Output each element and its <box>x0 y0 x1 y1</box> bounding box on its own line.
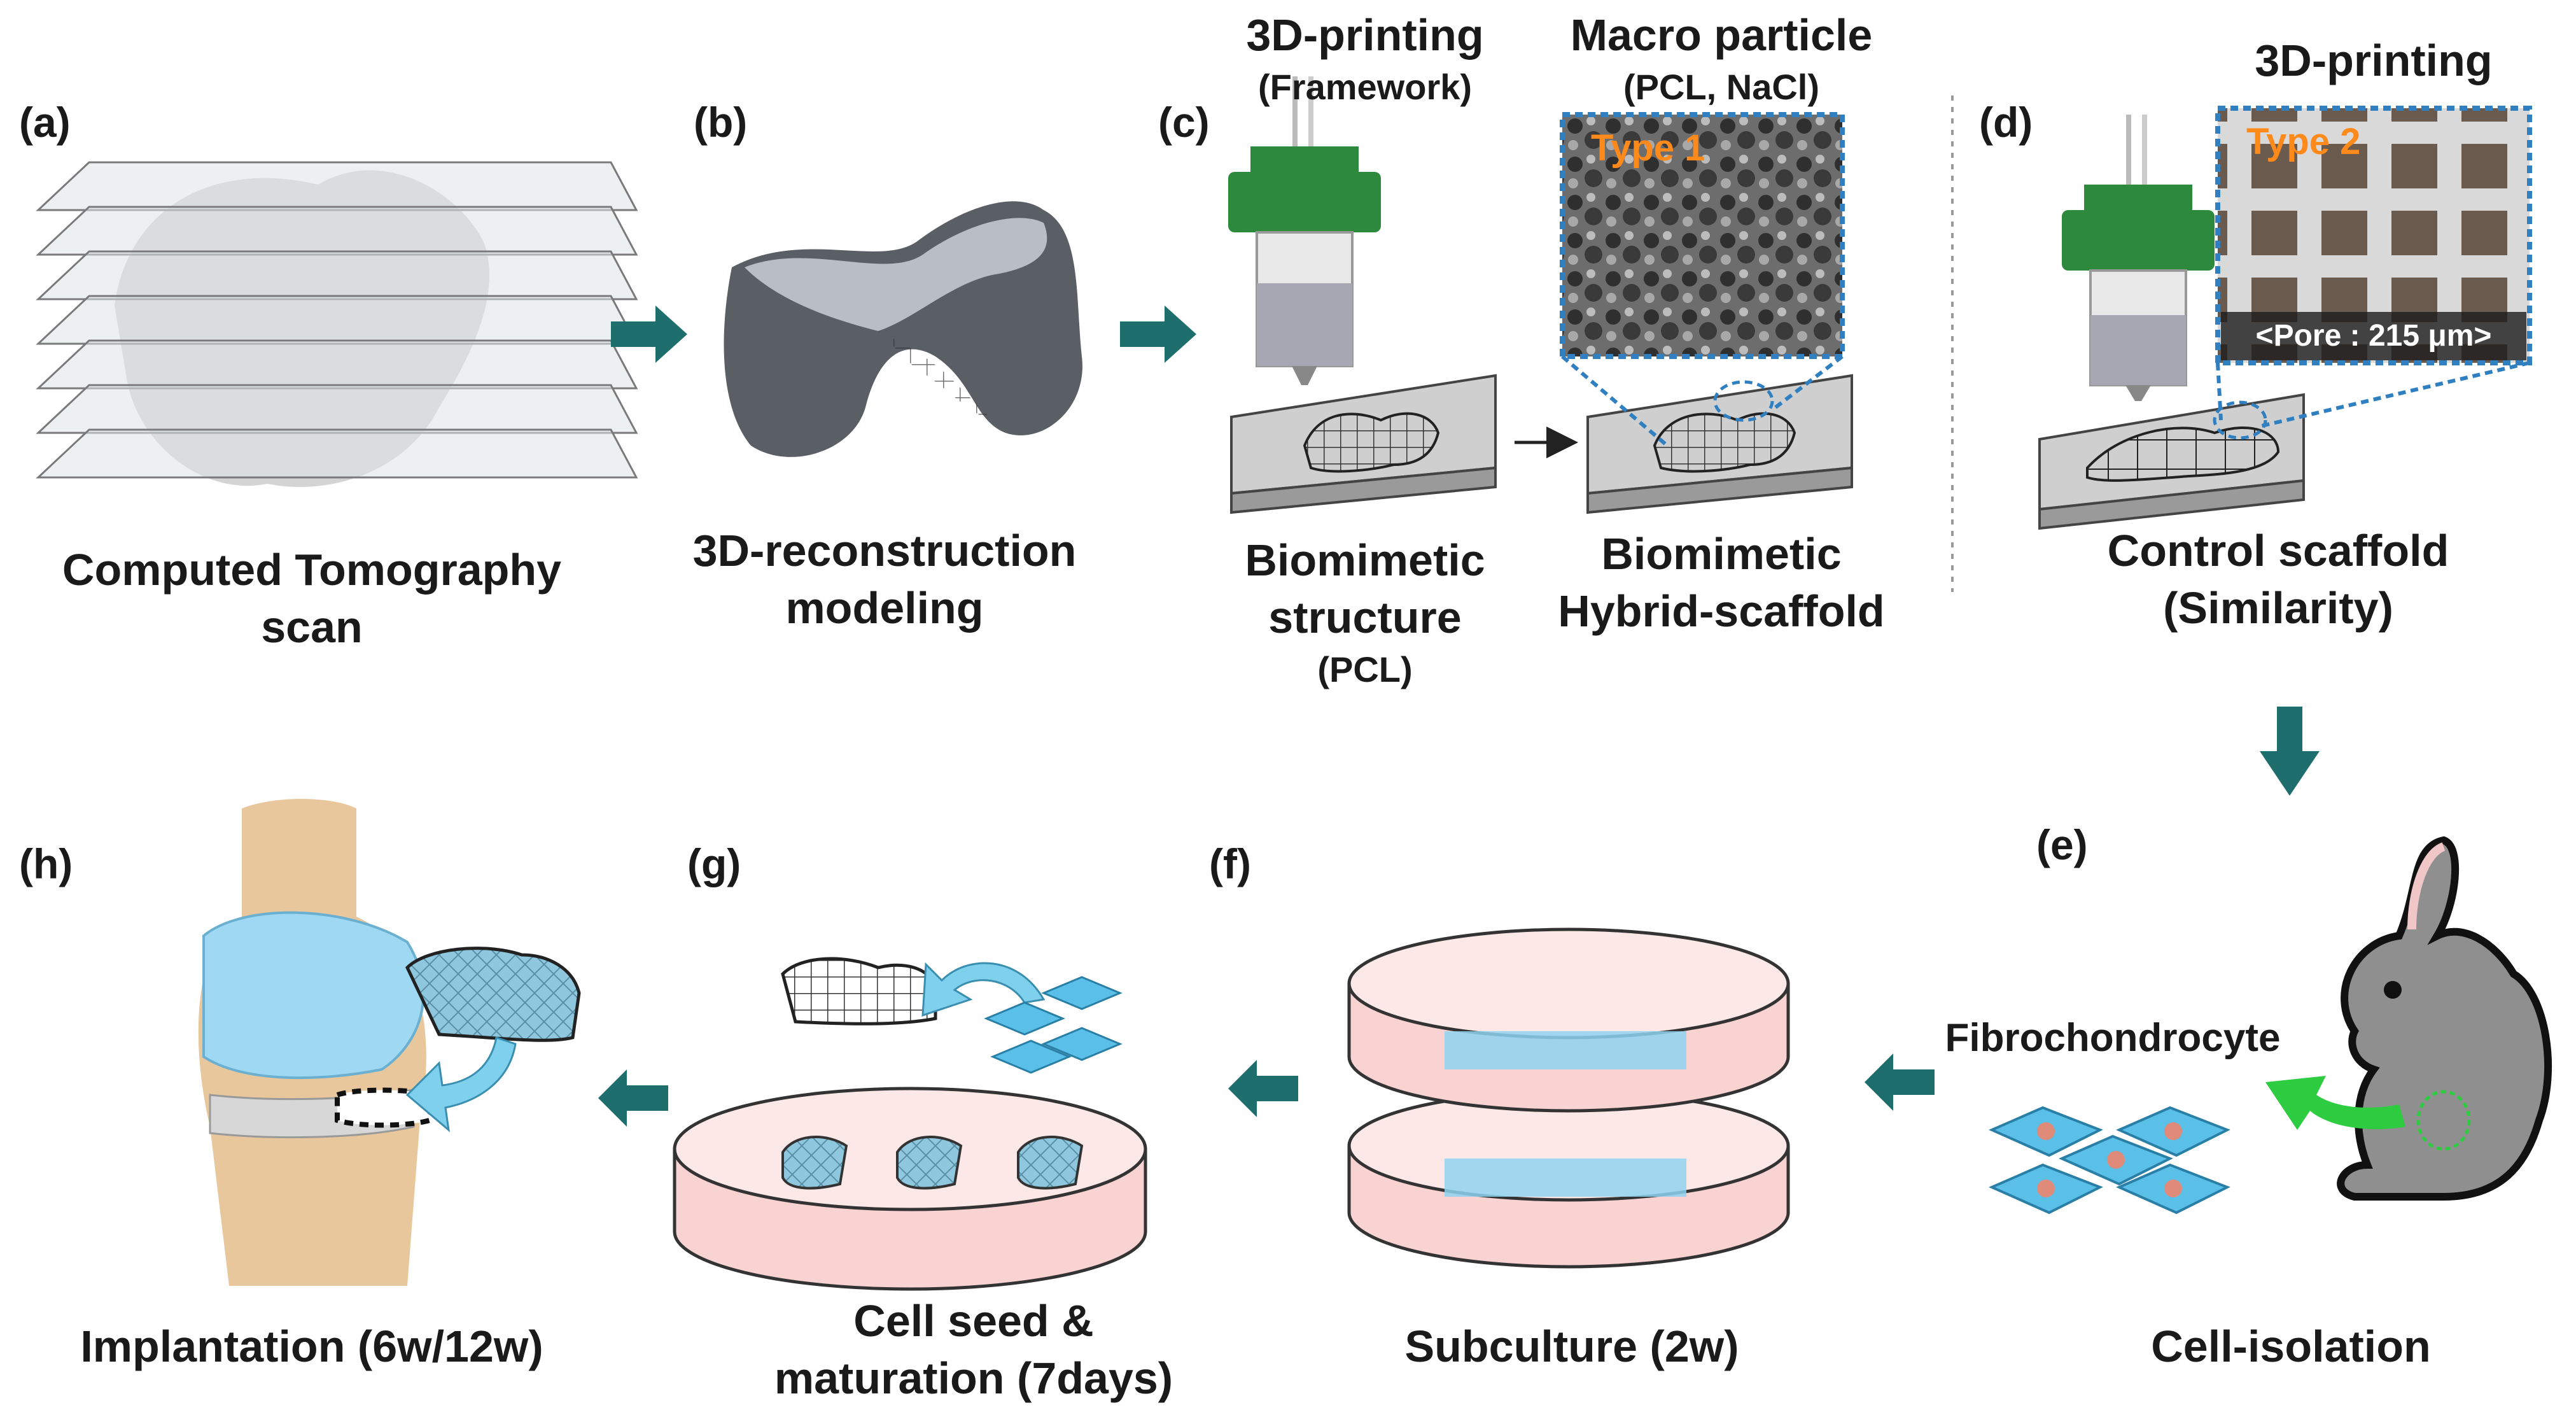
printer-c <box>1228 76 1381 385</box>
recon-caption-line2: modeling <box>785 583 984 633</box>
fibrochondrocyte-label: Fibrochondrocyte <box>1945 1016 2281 1060</box>
type1-label: Type 1 <box>1591 127 1705 169</box>
panel-label-a: (a) <box>19 99 71 146</box>
arrow-e-to-f <box>1865 1054 1935 1111</box>
macro-subtitle: (PCL, NaCl) <box>1623 67 1819 107</box>
cellseed-caption-line2: maturation (7days) <box>774 1353 1173 1403</box>
subculture-caption: Subculture (2w) <box>1404 1322 1739 1371</box>
cellseed-caption-line1: Cell seed & <box>853 1296 1094 1346</box>
ct-scan-stack <box>36 161 638 487</box>
isolated-cells <box>1989 1106 2230 1215</box>
panel-label-f: (f) <box>1209 840 1251 887</box>
printing-title: 3D-printing <box>1246 10 1484 60</box>
arrow-f-to-g <box>1228 1060 1298 1117</box>
seeding-dish <box>673 1087 1147 1291</box>
panel-label-h: (h) <box>19 840 73 887</box>
green-arrow <box>2265 1076 2405 1130</box>
panel-label-d: (d) <box>1979 99 2033 146</box>
hybrid-caption-line2: Hybrid-scaffold <box>1558 586 1885 636</box>
macro-title: Macro particle <box>1570 10 1873 60</box>
seeding-cells <box>984 976 1123 1074</box>
arrow-g-to-h <box>598 1069 668 1127</box>
pore-size-label: <Pore : 215 μm> <box>2255 319 2492 353</box>
knee-illustration <box>198 799 436 1286</box>
print-plate-d <box>2038 393 2305 530</box>
type1-inset <box>1560 112 1845 448</box>
type2-label: Type 2 <box>2246 121 2361 162</box>
panel-label-c: (c) <box>1158 99 1210 146</box>
panel-label-g: (g) <box>687 840 741 887</box>
arrow-b-to-c <box>1120 306 1196 363</box>
subculture-dishes <box>1347 927 1790 1269</box>
cell-isolation-caption: Cell-isolation <box>2151 1322 2431 1371</box>
hybrid-caption-line1: Biomimetic <box>1601 529 1842 579</box>
panel-label-e: (e) <box>2036 821 2088 868</box>
arrow-a-to-b <box>611 306 687 363</box>
implantation-caption: Implantation (6w/12w) <box>80 1322 543 1371</box>
cell-seed-arrow <box>921 962 1046 1017</box>
arrow-d-to-e <box>2260 707 2320 796</box>
ct-caption-line1: Computed Tomography <box>62 545 562 595</box>
print-plate-c <box>1230 374 1497 514</box>
control-caption-line1: Control scaffold <box>2107 526 2449 575</box>
biostruct-caption-line1: Biomimetic <box>1245 535 1485 585</box>
printing2-title: 3D-printing <box>2255 36 2493 85</box>
type2-inset <box>2215 106 2532 428</box>
implant-arrow <box>405 1036 517 1132</box>
control-caption-line2: (Similarity) <box>2163 583 2393 633</box>
print-plate-hybrid <box>1586 374 1853 514</box>
scaffold-h <box>405 947 581 1042</box>
rabbit <box>2337 836 2552 1201</box>
printer-d <box>2062 115 2215 401</box>
biostruct-subcaption: (PCL) <box>1317 649 1413 689</box>
scaffold-g <box>781 957 937 1026</box>
biostruct-caption-line2: structure <box>1268 593 1462 642</box>
panel-label-b: (b) <box>694 99 748 146</box>
ct-caption-line2: scan <box>261 602 363 652</box>
recon-caption-line1: 3D-reconstruction <box>692 526 1077 575</box>
reconstruction-model <box>724 201 1082 457</box>
printing-subtitle: (Framework) <box>1257 67 1473 107</box>
